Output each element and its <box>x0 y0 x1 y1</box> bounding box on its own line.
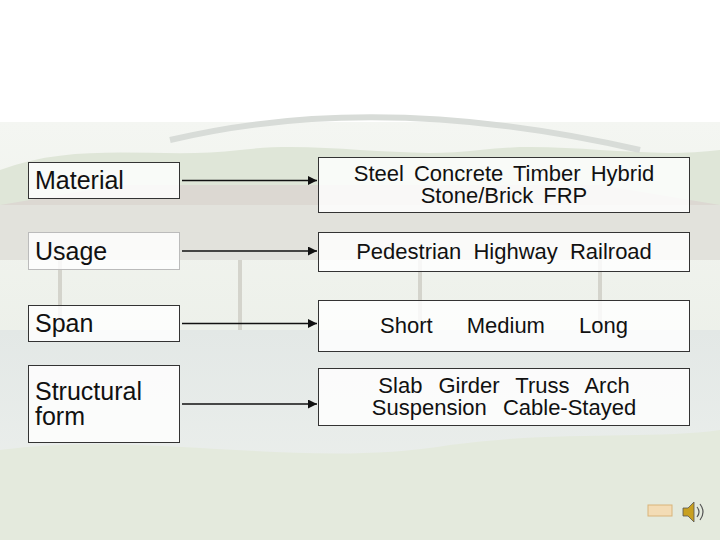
photo-far-bridge <box>170 117 640 150</box>
connector-arrow <box>182 403 317 404</box>
options-text: Pedestrian Highway Railroad <box>325 241 683 263</box>
category-label: Structural form <box>35 379 173 429</box>
category-label: Usage <box>35 239 173 264</box>
category-box: Usage <box>28 232 180 270</box>
photo-river <box>0 330 720 540</box>
options-text: Steel Concrete Timber Hybrid Stone/Brick… <box>325 163 683 207</box>
options-text: Short Medium Long <box>325 315 683 337</box>
nav-button <box>648 505 672 516</box>
photo-bank <box>0 430 720 540</box>
options-box: Pedestrian Highway Railroad <box>318 232 690 272</box>
category-label: Material <box>35 168 173 193</box>
connector-arrow <box>182 323 317 324</box>
category-box: Structural form <box>28 365 180 443</box>
options-box: Slab Girder Truss Arch Suspension Cable-… <box>318 368 690 426</box>
options-box: Steel Concrete Timber Hybrid Stone/Brick… <box>318 157 690 213</box>
connector-arrow <box>182 180 317 181</box>
category-box: Material <box>28 162 180 199</box>
photo-sky <box>0 122 720 540</box>
category-box: Span <box>28 305 180 342</box>
options-text: Slab Girder Truss Arch Suspension Cable-… <box>325 375 683 419</box>
options-box: Short Medium Long <box>318 300 690 352</box>
category-label: Span <box>35 311 173 336</box>
speaker-icon <box>683 502 703 522</box>
connector-arrow <box>182 250 317 251</box>
